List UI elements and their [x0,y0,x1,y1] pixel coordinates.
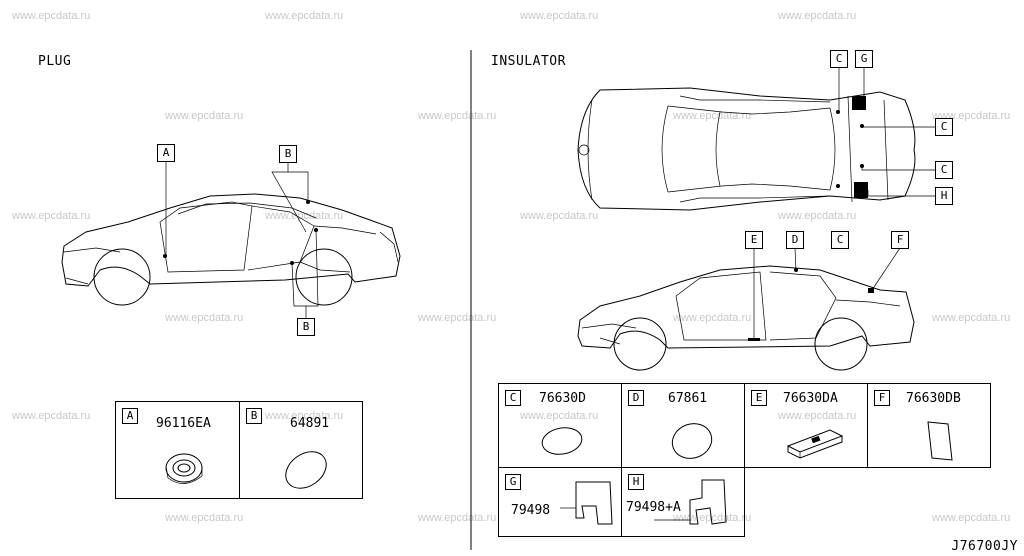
callout-top-c-upper: C [935,118,953,136]
plug-parts-table: A 96116EA B 64891 [115,401,363,499]
watermark: www.epcdata.ru [12,210,91,222]
part-letter: C [505,390,521,406]
watermark: www.epcdata.ru [418,110,497,122]
part-number: 96116EA [156,416,211,431]
insulator-79498-icon [575,481,613,525]
part-letter: B [246,408,262,424]
part-cell-e[interactable]: E 76630DA [744,383,868,468]
watermark: www.epcdata.ru [778,210,857,222]
insulator-parts-table: C 76630D D 67861 E 76630DA F 76630DB G 7… [498,383,991,537]
part-cell-c[interactable]: C 76630D [498,383,622,468]
watermark: www.epcdata.ru [520,410,599,422]
watermark: www.epcdata.ru [673,512,752,524]
plug-64891-icon [285,451,327,489]
insulator-car-side-view [577,247,915,371]
watermark: www.epcdata.ru [265,210,344,222]
watermark: www.epcdata.ru [418,312,497,324]
part-number: 79498 [511,503,551,518]
part-number: 64891 [290,416,330,431]
insulator-79498A-icon [689,479,727,525]
callout-side-e: E [745,231,763,249]
part-cell-g[interactable]: G 79498 [498,467,622,537]
watermark: www.epcdata.ru [932,512,1011,524]
part-number: 67861 [668,391,708,406]
watermark: www.epcdata.ru [12,410,91,422]
watermark: www.epcdata.ru [165,312,244,324]
part-letter: H [628,474,644,490]
part-number: 76630DB [906,391,961,406]
part-number: 79498+A [626,500,681,515]
watermark: www.epcdata.ru [265,410,344,422]
part-icons [165,421,953,525]
diagram-code: J76700JY [951,539,1018,554]
watermark: www.epcdata.ru [165,110,244,122]
watermark: www.epcdata.ru [165,512,244,524]
sheet-76630DB-icon [927,421,953,461]
watermark: www.epcdata.ru [673,312,752,324]
callout-plug-b-upper: B [279,145,297,163]
insulator-section-title: INSULATOR [491,54,566,69]
callout-side-f: F [891,231,909,249]
part-letter: D [628,390,644,406]
callout-side-c: C [831,231,849,249]
pad-76630D-icon [541,427,583,455]
part-number: 76630D [539,391,586,406]
part-cell-b[interactable]: B 64891 [240,402,362,498]
watermark: www.epcdata.ru [520,210,599,222]
watermark: www.epcdata.ru [932,312,1011,324]
part-letter: E [751,390,767,406]
callout-top-c-lower: C [935,161,953,179]
part-letter: G [505,474,521,490]
callout-plug-b-lower: B [297,318,315,336]
watermark: www.epcdata.ru [673,110,752,122]
callout-top-c-left: C [830,50,848,68]
plug-section-title: PLUG [38,54,72,69]
callout-top-h: H [935,187,953,205]
watermark: www.epcdata.ru [265,10,344,22]
pad-67861-icon [671,423,713,459]
part-cell-d[interactable]: D 67861 [621,383,745,468]
watermark: www.epcdata.ru [12,10,91,22]
part-letter: F [874,390,890,406]
callout-plug-a: A [157,144,175,162]
watermark: www.epcdata.ru [418,512,497,524]
part-cell-f[interactable]: F 76630DB [867,383,991,468]
watermark: www.epcdata.ru [520,10,599,22]
insulator-car-top-view [577,66,936,211]
part-letter: A [122,408,138,424]
callout-top-g: G [855,50,873,68]
part-cell-a[interactable]: A 96116EA [116,402,240,498]
part-cell-h[interactable]: H 79498+A [621,467,745,537]
callout-side-d: D [786,231,804,249]
watermark: www.epcdata.ru [778,410,857,422]
part-number: 76630DA [783,391,838,406]
plug-car-side-view [61,160,401,318]
watermark: www.epcdata.ru [778,10,857,22]
